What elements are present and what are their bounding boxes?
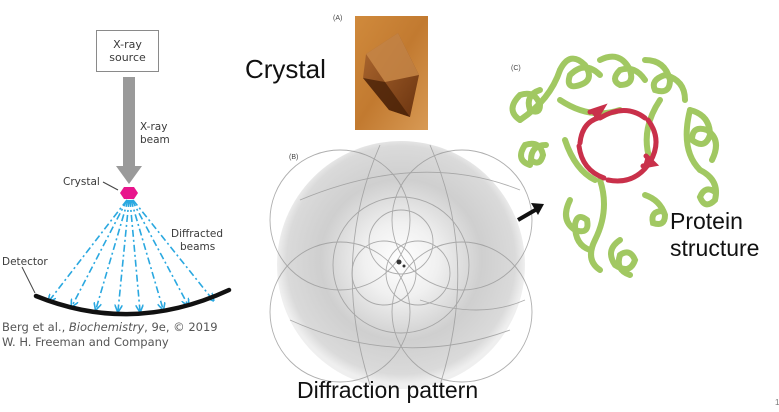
detector-arc xyxy=(33,287,232,317)
crystal-heading: Crystal xyxy=(245,54,326,84)
beam-label-line1: X-ray xyxy=(140,121,168,133)
xray-beam-arrow xyxy=(116,77,142,184)
diffracted-beams-label: Diffracted beams xyxy=(171,228,223,254)
xray-source-label-2: source xyxy=(109,51,146,64)
detector-label: Detector xyxy=(2,256,48,268)
diffracted-label-line1: Diffracted xyxy=(171,228,224,240)
beam-label-line2: beam xyxy=(140,134,170,146)
protein-label-line1: Protein xyxy=(670,208,743,234)
protein-structure-label: Protein structure xyxy=(670,208,759,262)
citation-publisher: W. H. Freeman and Company xyxy=(2,335,169,349)
diffraction-pattern-label: Diffraction pattern xyxy=(297,377,479,403)
citation: Berg et al., Biochemistry, 9e, © 2019 W.… xyxy=(2,320,218,350)
citation-line1: Berg et al., Biochemistry, 9e, © 2019 xyxy=(2,320,218,335)
protein-label-line2: structure xyxy=(670,235,760,261)
arrow-icon xyxy=(516,203,544,222)
citation-edition: , 9e, © 2019 xyxy=(144,320,218,334)
crystal-hexagon-icon xyxy=(120,187,138,199)
diffraction-pattern-image xyxy=(269,141,533,389)
slide-number: 1 xyxy=(775,398,779,407)
panel-tag-c: (C) xyxy=(511,65,521,72)
panel-tag-b: (B) xyxy=(289,154,299,161)
crystal-photo xyxy=(355,16,428,130)
crystal-schematic-label: Crystal xyxy=(63,176,100,188)
protein-ribbon-structure xyxy=(509,53,719,278)
diffracted-label-line2: beams xyxy=(180,241,216,253)
diffracted-beams xyxy=(49,199,213,311)
citation-authors: Berg et al., xyxy=(2,320,69,334)
xray-source-box: X-ray source xyxy=(96,30,159,72)
xray-beam-label: X-ray beam xyxy=(140,121,170,147)
citation-book: Biochemistry xyxy=(68,320,145,334)
panel-tag-a: (A) xyxy=(333,15,343,22)
xray-source-label-1: X-ray xyxy=(113,38,142,51)
